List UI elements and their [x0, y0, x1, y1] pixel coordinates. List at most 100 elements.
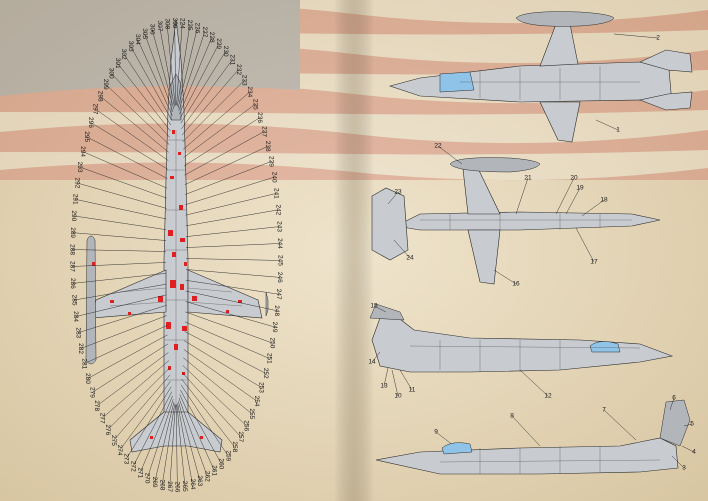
callout-number: 256	[243, 420, 250, 431]
callout-number: 226	[194, 22, 201, 33]
callout-number: 294	[79, 146, 86, 157]
page-spine	[334, 0, 374, 501]
leader-line	[179, 394, 215, 471]
leader-line	[137, 39, 173, 116]
leader-line	[73, 215, 167, 230]
leader-line	[183, 104, 256, 158]
callout-number: 271	[136, 467, 143, 478]
leader-line	[373, 305, 387, 313]
leader-line	[180, 51, 226, 124]
callout-number: 244	[276, 238, 283, 249]
leader-line	[105, 84, 170, 145]
leader-line	[117, 63, 171, 132]
callout-number: 230	[222, 46, 229, 57]
leader-line	[176, 404, 186, 487]
leader-line	[177, 27, 198, 109]
callout-number: 253	[258, 382, 265, 393]
leader-line	[179, 37, 213, 115]
callout-number: 280	[84, 373, 91, 384]
leader-line	[178, 31, 205, 111]
leader-line	[113, 374, 171, 441]
callout-number: 10	[394, 393, 402, 400]
callout-number: 225	[186, 20, 193, 31]
leader-line	[177, 25, 191, 107]
leader-line	[154, 401, 175, 483]
leader-line	[393, 239, 411, 259]
leader-line	[183, 117, 260, 167]
callout-number: 277	[98, 413, 105, 424]
callout-number: 252	[262, 368, 269, 379]
callout-number: 290	[70, 210, 77, 221]
callout-number: 234	[246, 86, 253, 97]
leader-line	[123, 54, 172, 126]
leader-line	[175, 404, 178, 487]
leader-line	[151, 29, 174, 110]
leader-line	[515, 177, 529, 215]
callout-number: 23	[394, 189, 402, 196]
leader-line	[176, 23, 183, 106]
callout-number: 1	[616, 127, 620, 134]
leader-line	[493, 269, 517, 285]
callout-number: 289	[69, 227, 76, 238]
leader-line	[184, 321, 270, 359]
callout-number: 21	[524, 175, 532, 182]
callout-number: 3	[682, 465, 686, 472]
leader-line	[119, 381, 171, 451]
callout-number: 262	[204, 471, 211, 482]
callout-number: 7	[602, 407, 606, 414]
callout-number: 227	[201, 27, 208, 38]
callout-number: 18	[600, 197, 608, 204]
leader-line	[72, 232, 167, 241]
callout-number: 251	[265, 353, 272, 364]
callout-number: 250	[269, 338, 276, 349]
callout-number: 296	[87, 117, 94, 128]
leader-line	[669, 397, 675, 411]
callout-number: 224	[179, 18, 186, 29]
leader-line	[180, 384, 229, 456]
leader-line	[437, 145, 463, 165]
callout-number: 19	[576, 185, 584, 192]
leader-line	[169, 404, 176, 487]
callout-number: 248	[273, 305, 280, 316]
callout-number: 254	[253, 396, 260, 407]
leader-line	[681, 445, 695, 453]
leader-line	[182, 91, 251, 150]
leader-line	[90, 122, 168, 170]
callout-number: 264	[189, 479, 196, 490]
leader-line	[183, 357, 252, 415]
callout-number: 235	[251, 99, 258, 110]
leader-line	[383, 367, 389, 387]
callout-number: 276	[104, 424, 111, 435]
callout-number: 288	[68, 244, 75, 255]
callout-number: 304	[134, 34, 141, 45]
leader-line	[581, 199, 605, 217]
leader-line	[181, 69, 239, 136]
leader-line	[182, 365, 247, 426]
callout-number: 301	[114, 58, 121, 69]
callout-number: 297	[91, 104, 98, 115]
leader-line	[613, 33, 659, 39]
callout-number: 268	[158, 480, 165, 491]
callout-number: 249	[271, 322, 278, 333]
callout-number: 6	[672, 395, 676, 402]
leader-line	[75, 294, 167, 317]
callout-number: 229	[215, 38, 222, 49]
leader-line	[74, 199, 167, 220]
leader-line	[184, 146, 268, 185]
leader-line	[100, 95, 169, 153]
callout-number: 309	[171, 18, 178, 29]
leader-line	[595, 119, 619, 131]
callout-number: 257	[237, 431, 244, 442]
leader-line	[575, 227, 595, 263]
callout-number: 240	[270, 172, 277, 183]
callout-number: 241	[273, 188, 280, 199]
leader-line	[185, 226, 280, 237]
callout-number: 231	[229, 54, 236, 65]
callout-number: 261	[211, 465, 218, 476]
callout-number: 24	[406, 255, 414, 262]
callout-number: 306	[148, 24, 155, 35]
